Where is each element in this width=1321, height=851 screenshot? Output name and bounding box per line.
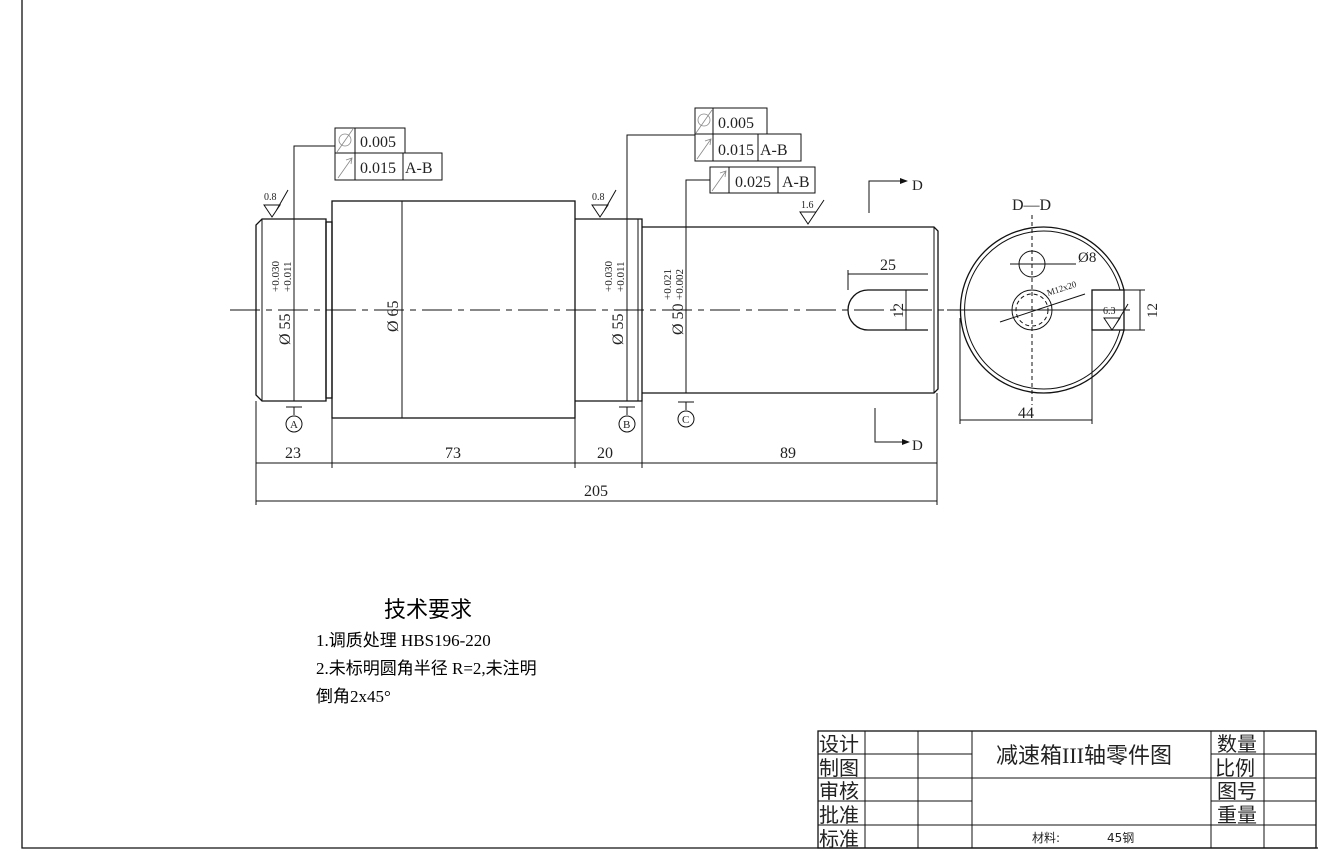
svg-text:12: 12 bbox=[891, 303, 907, 318]
svg-text:C: C bbox=[682, 414, 689, 426]
svg-text:0.015: 0.015 bbox=[718, 142, 754, 159]
tech-item-3: 倒角2x45° bbox=[316, 687, 391, 706]
svg-text:0.025: 0.025 bbox=[735, 174, 771, 191]
svg-text:6.3: 6.3 bbox=[1103, 306, 1116, 317]
runout-arrow-icon bbox=[711, 170, 727, 192]
svg-text:A-B: A-B bbox=[405, 160, 433, 177]
svg-text:0.8: 0.8 bbox=[592, 192, 605, 203]
role-review: 审核 bbox=[819, 780, 859, 803]
svg-text:12: 12 bbox=[1145, 303, 1161, 318]
svg-text:D: D bbox=[912, 178, 923, 194]
shaft-outline bbox=[255, 200, 939, 419]
gdt-frame-shaft-end: 0.025 A-B bbox=[685, 166, 816, 227]
svg-text:D—D: D—D bbox=[1012, 197, 1051, 214]
dia-1-upper: +0.030 bbox=[270, 261, 282, 292]
drawing-title: 减速箱III轴零件图 bbox=[996, 743, 1172, 768]
svg-text:25: 25 bbox=[880, 257, 896, 274]
material-value: 45钢 bbox=[1107, 831, 1134, 845]
svg-text:1.6: 1.6 bbox=[801, 200, 814, 211]
cylindricity-icon bbox=[338, 133, 352, 147]
runout-arrow-icon bbox=[696, 138, 712, 160]
tech-requirements-heading: 技术要求 bbox=[384, 597, 473, 622]
label-quantity: 数量 bbox=[1217, 733, 1257, 756]
dia-3-label: Ø 55 bbox=[610, 313, 627, 345]
svg-text:20: 20 bbox=[597, 445, 613, 462]
label-scale: 比例 bbox=[1215, 757, 1255, 780]
svg-text:73: 73 bbox=[445, 445, 461, 462]
svg-text:0.8: 0.8 bbox=[264, 192, 277, 203]
svg-text:23: 23 bbox=[285, 445, 301, 462]
dia-1-lower: +0.011 bbox=[282, 261, 294, 292]
svg-text:205: 205 bbox=[584, 483, 608, 500]
tech-item-1: 1.调质处理 HBS196-220 bbox=[316, 631, 491, 650]
gdt-frame-left: 0.005 0.015 A-B bbox=[293, 127, 443, 219]
roughness-symbols: 0.8 0.8 1.6 6.3 bbox=[263, 189, 1129, 331]
diameter-dimensions: Ø 55 +0.030 +0.011 Ø 65 Ø 55 +0.030 +0.0… bbox=[270, 201, 687, 418]
svg-text:A-B: A-B bbox=[760, 142, 788, 159]
label-drawing-no: 图号 bbox=[1217, 781, 1257, 803]
svg-text:Ø8: Ø8 bbox=[1078, 250, 1096, 266]
role-design: 设计 bbox=[819, 733, 859, 756]
dia-4-lower: +0.002 bbox=[674, 269, 686, 300]
svg-text:89: 89 bbox=[780, 445, 796, 462]
svg-text:A: A bbox=[290, 419, 298, 431]
dia-1-label: Ø 55 bbox=[277, 313, 294, 345]
role-standard: 标准 bbox=[819, 828, 859, 851]
dia-3-upper: +0.030 bbox=[603, 261, 615, 292]
svg-text:B: B bbox=[623, 419, 630, 431]
svg-text:0.005: 0.005 bbox=[360, 134, 396, 151]
svg-text:D: D bbox=[912, 438, 923, 454]
gdt-frame-right: 0.005 0.015 A-B bbox=[626, 107, 802, 219]
dia-3-lower: +0.011 bbox=[615, 261, 627, 292]
svg-text:44: 44 bbox=[1018, 405, 1034, 422]
datum-markers: A B C bbox=[285, 401, 695, 433]
section-cut-markers: D D bbox=[868, 178, 923, 454]
dia-2-label: Ø 65 bbox=[385, 300, 402, 332]
role-approve: 批准 bbox=[819, 804, 859, 827]
section-view-d-d: D—D Ø8 M12x20 44 12 bbox=[947, 197, 1161, 424]
svg-text:0.015: 0.015 bbox=[360, 160, 396, 177]
label-weight: 重量 bbox=[1217, 804, 1257, 827]
dia-4-label: Ø 50 bbox=[670, 303, 687, 335]
svg-text:0.005: 0.005 bbox=[718, 115, 754, 132]
dia-4-upper: +0.021 bbox=[662, 269, 674, 300]
role-draft: 制图 bbox=[819, 757, 859, 780]
runout-arrow-icon bbox=[337, 157, 353, 179]
length-dimensions: 23 73 20 89 205 25 12 bbox=[255, 257, 938, 505]
material-label: 材料: bbox=[1032, 831, 1060, 845]
svg-text:A-B: A-B bbox=[782, 174, 810, 191]
tech-item-2: 2.未标明圆角半径 R=2,未注明 bbox=[316, 659, 537, 678]
cylindricity-icon bbox=[697, 113, 711, 127]
